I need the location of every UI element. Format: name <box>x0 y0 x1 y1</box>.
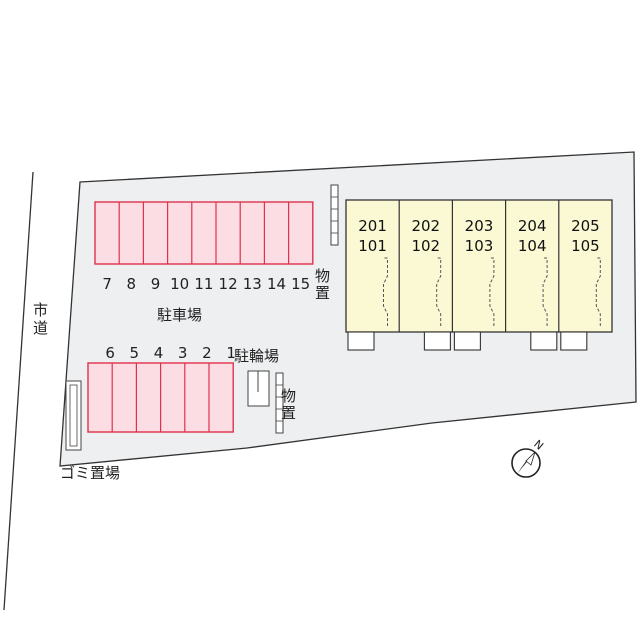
bicycle-parking-label: 駐輪場 <box>234 347 279 365</box>
unit-number-upper: 205 <box>571 217 600 235</box>
entrance-porch <box>530 331 558 351</box>
parking-space-number: 14 <box>267 275 286 293</box>
entrance-porch <box>453 331 481 351</box>
parking-space-number: 2 <box>202 344 212 362</box>
unit-number-upper: 203 <box>465 217 494 235</box>
parking-label: 駐車場 <box>157 306 202 324</box>
unit-number-lower: 105 <box>571 237 600 255</box>
parking-space-number: 9 <box>151 275 161 293</box>
interior-line <box>382 257 388 326</box>
storage-shed-top <box>330 184 339 246</box>
parking-space-number: 12 <box>219 275 238 293</box>
parking-space-number: 10 <box>170 275 189 293</box>
entrance-porch <box>347 331 375 351</box>
interior-line <box>595 257 601 326</box>
parking-space-number: 4 <box>154 344 164 362</box>
unit-number-lower: 101 <box>358 237 387 255</box>
unit-number-lower: 103 <box>465 237 494 255</box>
parking-space-number: 8 <box>127 275 137 293</box>
unit-number-upper: 201 <box>358 217 387 235</box>
interior-line <box>436 257 442 326</box>
bicycle-parking <box>247 370 270 407</box>
north-arrow-icon <box>511 448 541 478</box>
unit-number-lower: 102 <box>411 237 440 255</box>
parking-space-number: 1 <box>226 344 236 362</box>
parking-space-number: 3 <box>178 344 188 362</box>
garbage-label: ゴミ置場 <box>60 464 120 482</box>
unit-number-lower: 104 <box>518 237 547 255</box>
parking-space-number: 11 <box>194 275 213 293</box>
entrance-porch <box>560 331 588 351</box>
entrance-porch <box>423 331 451 351</box>
parking-space-number: 15 <box>291 275 310 293</box>
parking-space-number: 6 <box>105 344 115 362</box>
parking-space-number: 7 <box>102 275 112 293</box>
parking-space-number: 5 <box>130 344 140 362</box>
interior-line <box>489 257 495 326</box>
storage-label-bottom: 物置 <box>279 388 297 422</box>
building-outline <box>345 199 613 333</box>
road-label: 市道 <box>31 302 49 338</box>
garbage-area <box>65 380 82 451</box>
unit-number-upper: 204 <box>518 217 547 235</box>
storage-shed-bottom <box>275 372 284 434</box>
parking-block <box>94 201 314 265</box>
road-edge-line <box>3 171 34 611</box>
parking-space-number: 13 <box>243 275 262 293</box>
unit-number-upper: 202 <box>411 217 440 235</box>
storage-label-top: 物置 <box>313 268 331 302</box>
apartment-building: 201 101 202 102 203 103 204 104 205 105 <box>345 199 613 351</box>
interior-line <box>542 257 548 326</box>
